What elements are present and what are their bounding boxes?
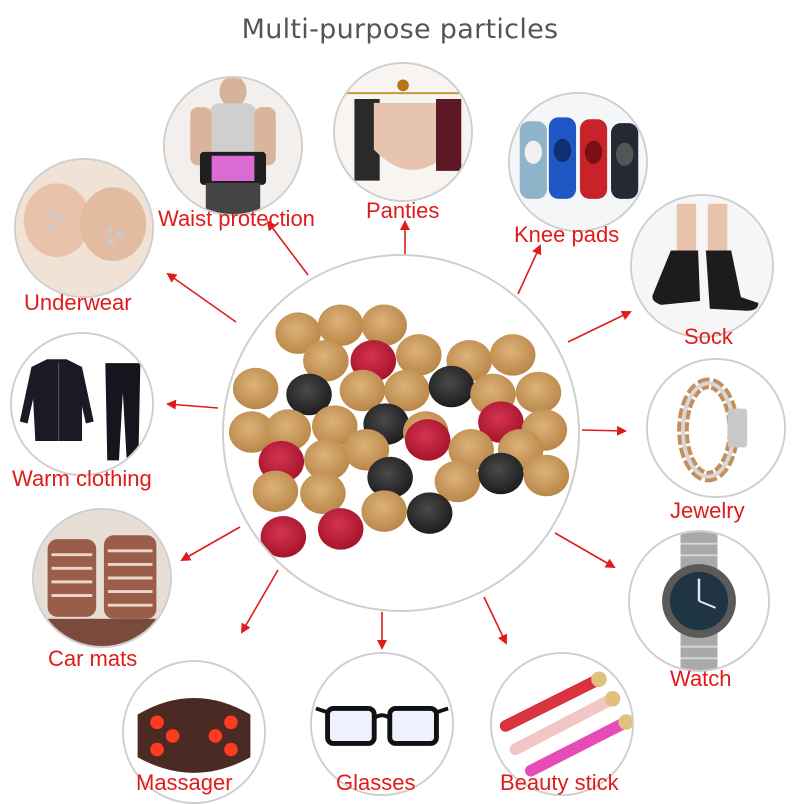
particle-disc: [448, 429, 494, 471]
particle-disc: [260, 516, 307, 558]
label-watch: Watch: [670, 666, 732, 691]
particle-disc: [304, 438, 350, 481]
label-waist-protection: Waist protection: [158, 206, 315, 231]
item-sock: [630, 194, 774, 338]
panties-icon: [335, 64, 471, 200]
particle-disc: [384, 369, 430, 412]
particle-disc: [406, 492, 453, 534]
particle-disc: [361, 490, 407, 532]
item-car-mats: [32, 508, 172, 648]
car-seat-icon: [34, 510, 170, 646]
item-massager: [122, 660, 266, 804]
item-knee-pads: [508, 92, 648, 232]
particles-image: [222, 254, 580, 612]
bra-icon: [16, 160, 152, 296]
label-jewelry: Jewelry: [670, 498, 745, 523]
glasses-icon: [312, 654, 452, 794]
arrow-watch: [554, 532, 616, 568]
particle-disc: [265, 409, 312, 451]
label-massager: Massager: [136, 770, 233, 795]
label-glasses: Glasses: [336, 770, 416, 795]
particle-disc: [523, 454, 570, 497]
label-panties: Panties: [366, 198, 440, 223]
particle-disc: [428, 365, 475, 408]
particle-disc: [275, 312, 321, 354]
watch-icon: [630, 532, 768, 670]
arrow-knee-pads: [517, 244, 542, 295]
particle-disc: [434, 460, 481, 503]
particles-icon: [228, 304, 570, 558]
arrow-massager: [240, 569, 279, 634]
particle-disc: [339, 369, 386, 412]
bracelet-icon: [648, 360, 784, 496]
arrow-warm-clothing: [166, 399, 219, 410]
particle-disc: [515, 371, 562, 414]
arrow-underwear: [166, 272, 237, 323]
particle-disc: [404, 419, 451, 461]
particle-disc: [489, 334, 536, 376]
knee-pads-icon: [510, 94, 646, 230]
item-underwear: [14, 158, 154, 298]
arrow-car-mats: [180, 526, 241, 561]
waist-belt-icon: [165, 78, 301, 214]
item-jewelry: [646, 358, 786, 498]
arrow-jewelry: [581, 425, 627, 436]
beauty-stick-icon: [492, 654, 632, 794]
particle-disc: [228, 411, 275, 453]
arrow-beauty-stick: [483, 596, 508, 645]
particle-disc: [396, 334, 442, 376]
item-panties: [333, 62, 473, 202]
label-car-mats: Car mats: [48, 646, 138, 671]
particle-disc: [286, 373, 332, 416]
particle-disc: [317, 508, 364, 550]
particle-disc: [232, 367, 279, 410]
particle-disc: [303, 340, 349, 382]
particle-disc: [317, 304, 364, 346]
massage-pillow-icon: [124, 662, 264, 802]
label-sock: Sock: [684, 324, 733, 349]
item-watch: [628, 530, 770, 672]
particle-disc: [478, 452, 524, 495]
label-knee-pads: Knee pads: [514, 222, 620, 247]
item-beauty-stick: [490, 652, 634, 796]
item-waist-protection: [163, 76, 303, 216]
particle-disc: [252, 470, 299, 513]
particle-disc: [312, 405, 358, 447]
page-title: Multi-purpose particles: [241, 14, 559, 45]
arrow-sock: [567, 310, 632, 343]
label-warm-clothing: Warm clothing: [12, 466, 152, 491]
label-beauty-stick: Beauty stick: [500, 770, 619, 795]
sock-icon: [632, 196, 772, 336]
label-underwear: Underwear: [24, 290, 132, 315]
particle-disc: [300, 472, 346, 515]
item-warm-clothing: [10, 332, 154, 476]
thermal-clothing-icon: [12, 334, 152, 474]
arrow-waist-protection: [266, 220, 309, 276]
particle-disc: [361, 304, 407, 346]
particle-disc: [367, 456, 413, 499]
item-glasses: [310, 652, 454, 796]
